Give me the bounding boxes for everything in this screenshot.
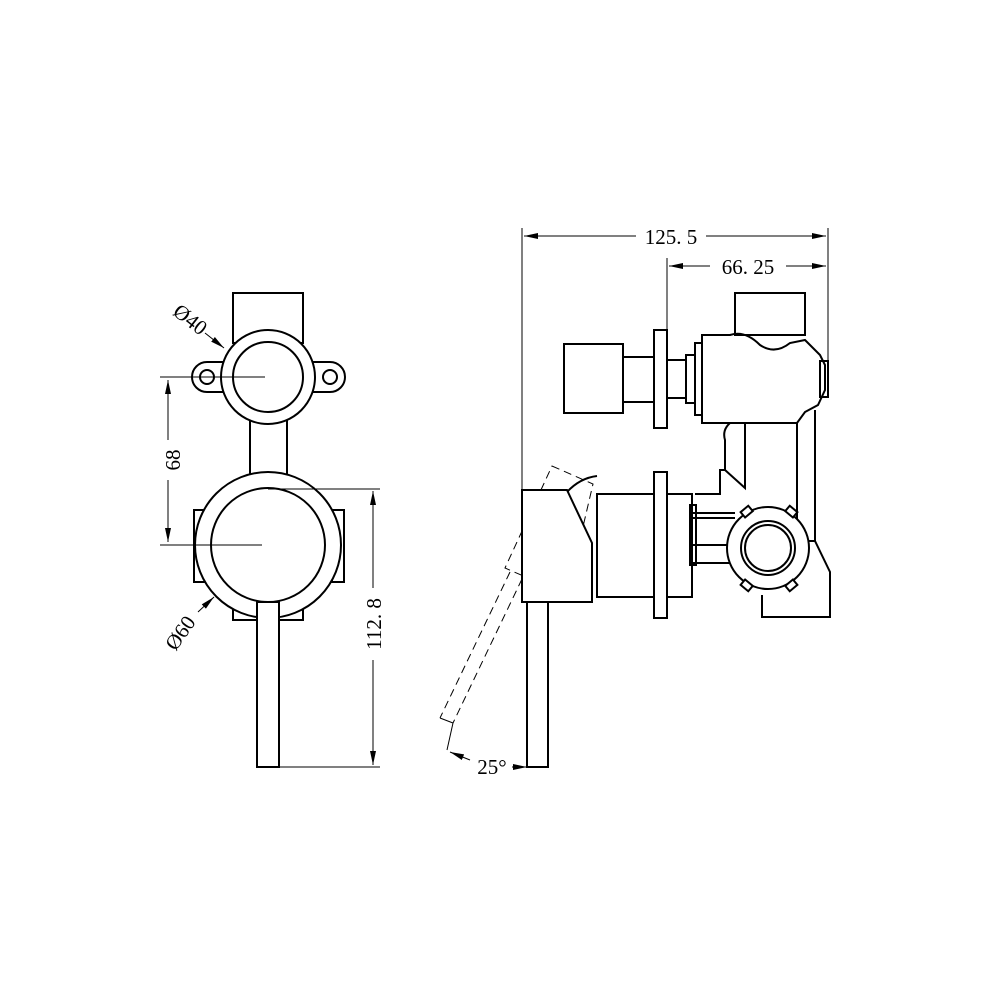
dim-large-diameter-label: Ø60 <box>160 611 200 654</box>
handle-block <box>521 489 593 603</box>
dim-center-distance-label: 68 <box>161 450 185 471</box>
knob-stem <box>622 356 655 403</box>
diverter-body <box>701 332 826 424</box>
diverter-knob <box>563 343 624 414</box>
dim-total-height-label: 112. 8 <box>362 598 386 650</box>
mixer-body <box>596 493 655 598</box>
side-view: 125. 5 66. 25 <box>439 224 831 779</box>
outlet-ring <box>726 504 810 593</box>
leader-d40 <box>204 332 225 349</box>
lever-handle <box>256 601 280 768</box>
front-view: 68 112. 8 Ø40 Ø60 <box>160 292 386 768</box>
dim-lever-angle-label: 25° <box>477 755 506 779</box>
dim-total-depth-label: 125. 5 <box>645 225 698 249</box>
mount-hole-right <box>322 369 338 385</box>
diverter-mount <box>191 329 346 425</box>
angle-arrow-left <box>449 751 471 761</box>
body-neck <box>249 419 288 481</box>
leader-d60 <box>197 596 215 613</box>
dim-rear-depth-label: 66. 25 <box>722 255 775 279</box>
top-stub <box>734 292 806 336</box>
side-lever <box>526 601 549 768</box>
lower-flange <box>653 471 668 619</box>
upper-flange <box>653 329 668 429</box>
body-nub <box>819 360 829 398</box>
lower-block <box>761 540 831 618</box>
